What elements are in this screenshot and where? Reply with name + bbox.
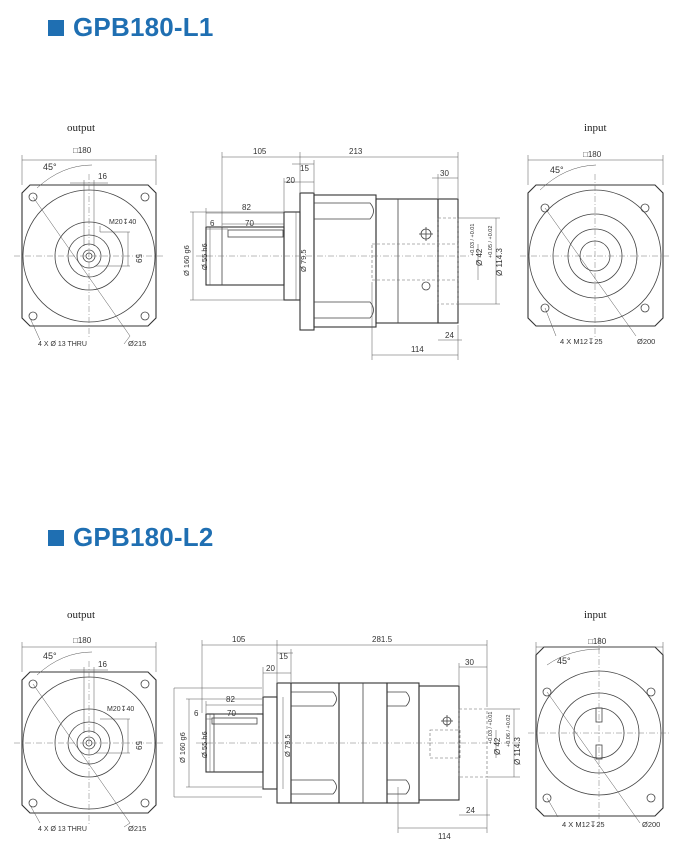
input-face-view: □180 45° 4 X M12↧25 Ø200 xyxy=(528,637,670,829)
side-d114tol: +0.05 / +0.02 xyxy=(488,226,494,258)
in-angle-label: 45° xyxy=(550,165,564,175)
out-angle-label: 45° xyxy=(43,651,57,661)
in-pcd-label: Ø200 xyxy=(642,820,660,829)
side-d15: 15 xyxy=(300,164,309,173)
side-dlen: 281.5 xyxy=(372,635,393,644)
side-d160: Ø 160 g6 xyxy=(182,245,191,276)
side-view: 105 213 15 20 30 82 6 70 Ø 160 g6 Ø 55 h… xyxy=(182,147,504,360)
drawing-l1: □180 45° 16 M20↧40 59 4 X Ø 13 THRU Ø215 xyxy=(14,146,670,360)
side-d114len: 114 xyxy=(411,345,424,354)
side-d20: 20 xyxy=(266,664,275,673)
output-view-label: output xyxy=(67,122,96,134)
input-view-label: input xyxy=(584,122,607,134)
in-sq-label: □180 xyxy=(588,637,607,646)
side-d42: Ø 42 xyxy=(493,737,502,755)
side-d105: 105 xyxy=(232,635,246,644)
out-key-label: 16 xyxy=(98,172,107,181)
side-d24: 24 xyxy=(466,806,475,815)
side-d114tol: +0.06 / +0.02 xyxy=(506,715,512,747)
out-sq-label: □180 xyxy=(73,636,92,645)
side-d70: 70 xyxy=(245,219,254,228)
in-holes-label: 4 X M12↧25 xyxy=(560,337,603,346)
out-h59-label: 59 xyxy=(134,254,143,263)
output-view-label: output xyxy=(67,609,96,621)
side-d6: 6 xyxy=(194,709,199,718)
out-sq-label: □180 xyxy=(73,146,92,155)
side-d20: 20 xyxy=(286,176,295,185)
out-key-label: 16 xyxy=(98,660,107,669)
side-d6: 6 xyxy=(210,219,215,228)
side-d30: 30 xyxy=(465,658,474,667)
side-d30: 30 xyxy=(440,169,449,178)
side-d795: Ø 79.5 xyxy=(299,249,308,272)
side-d70: 70 xyxy=(227,709,236,718)
output-face-view: □180 45° 16 M20↧40 59 4 X Ø 13 THRU Ø215 xyxy=(14,636,164,833)
side-d42tol: +0.03 / +0.01 xyxy=(488,712,494,744)
in-pcd-label: Ø200 xyxy=(637,337,655,346)
input-face-view: □180 45° 4 X M12↧25 Ø200 xyxy=(520,150,670,346)
side-d42tol: +0.03 / +0.01 xyxy=(470,224,476,256)
side-d105: 105 xyxy=(253,147,267,156)
out-angle-label: 45° xyxy=(43,162,57,172)
in-sq-label: □180 xyxy=(583,150,602,159)
output-face-view: □180 45° 16 M20↧40 59 4 X Ø 13 THRU Ø215 xyxy=(14,146,164,348)
side-d24: 24 xyxy=(445,331,454,340)
in-holes-label: 4 X M12↧25 xyxy=(562,820,605,829)
out-tap-label: M20↧40 xyxy=(107,705,134,713)
out-tap-label: M20↧40 xyxy=(109,218,136,226)
side-d15: 15 xyxy=(279,652,288,661)
in-angle-label: 45° xyxy=(557,656,571,666)
side-d42: Ø 42 xyxy=(475,248,484,266)
section-title-text: GPB180-L2 xyxy=(73,522,214,552)
side-d160: Ø 160 g6 xyxy=(178,732,187,763)
out-pcd-label: Ø215 xyxy=(128,339,146,348)
side-d114: Ø 114.3 xyxy=(513,737,522,765)
side-dlen: 213 xyxy=(349,147,363,156)
out-holes-label: 4 X Ø 13 THRU xyxy=(38,341,87,348)
side-d114: Ø 114.3 xyxy=(495,248,504,276)
title-square-icon xyxy=(48,19,64,36)
section-title-l1: GPB180-L1 xyxy=(48,12,214,43)
side-view: 105 281.5 15 20 30 82 6 70 Ø 160 g6 Ø 55… xyxy=(173,635,522,841)
out-h59-label: 59 xyxy=(134,741,143,750)
side-d82: 82 xyxy=(226,695,235,704)
out-pcd-label: Ø215 xyxy=(128,824,146,833)
section-title-text: GPB180-L1 xyxy=(73,12,214,42)
side-d114len: 114 xyxy=(438,832,451,841)
side-d795: Ø 79.5 xyxy=(283,734,292,757)
side-d82: 82 xyxy=(242,203,251,212)
out-holes-label: 4 X Ø 13 THRU xyxy=(38,826,87,833)
input-view-label: input xyxy=(584,609,607,621)
side-d55: Ø 55 h6 xyxy=(200,731,209,758)
section-title-l2: GPB180-L2 xyxy=(48,522,214,553)
side-d55: Ø 55 h6 xyxy=(200,243,209,270)
title-square-icon xyxy=(48,529,64,546)
drawing-l2: □180 45° 16 M20↧40 59 4 X Ø 13 THRU Ø215 xyxy=(14,635,670,841)
